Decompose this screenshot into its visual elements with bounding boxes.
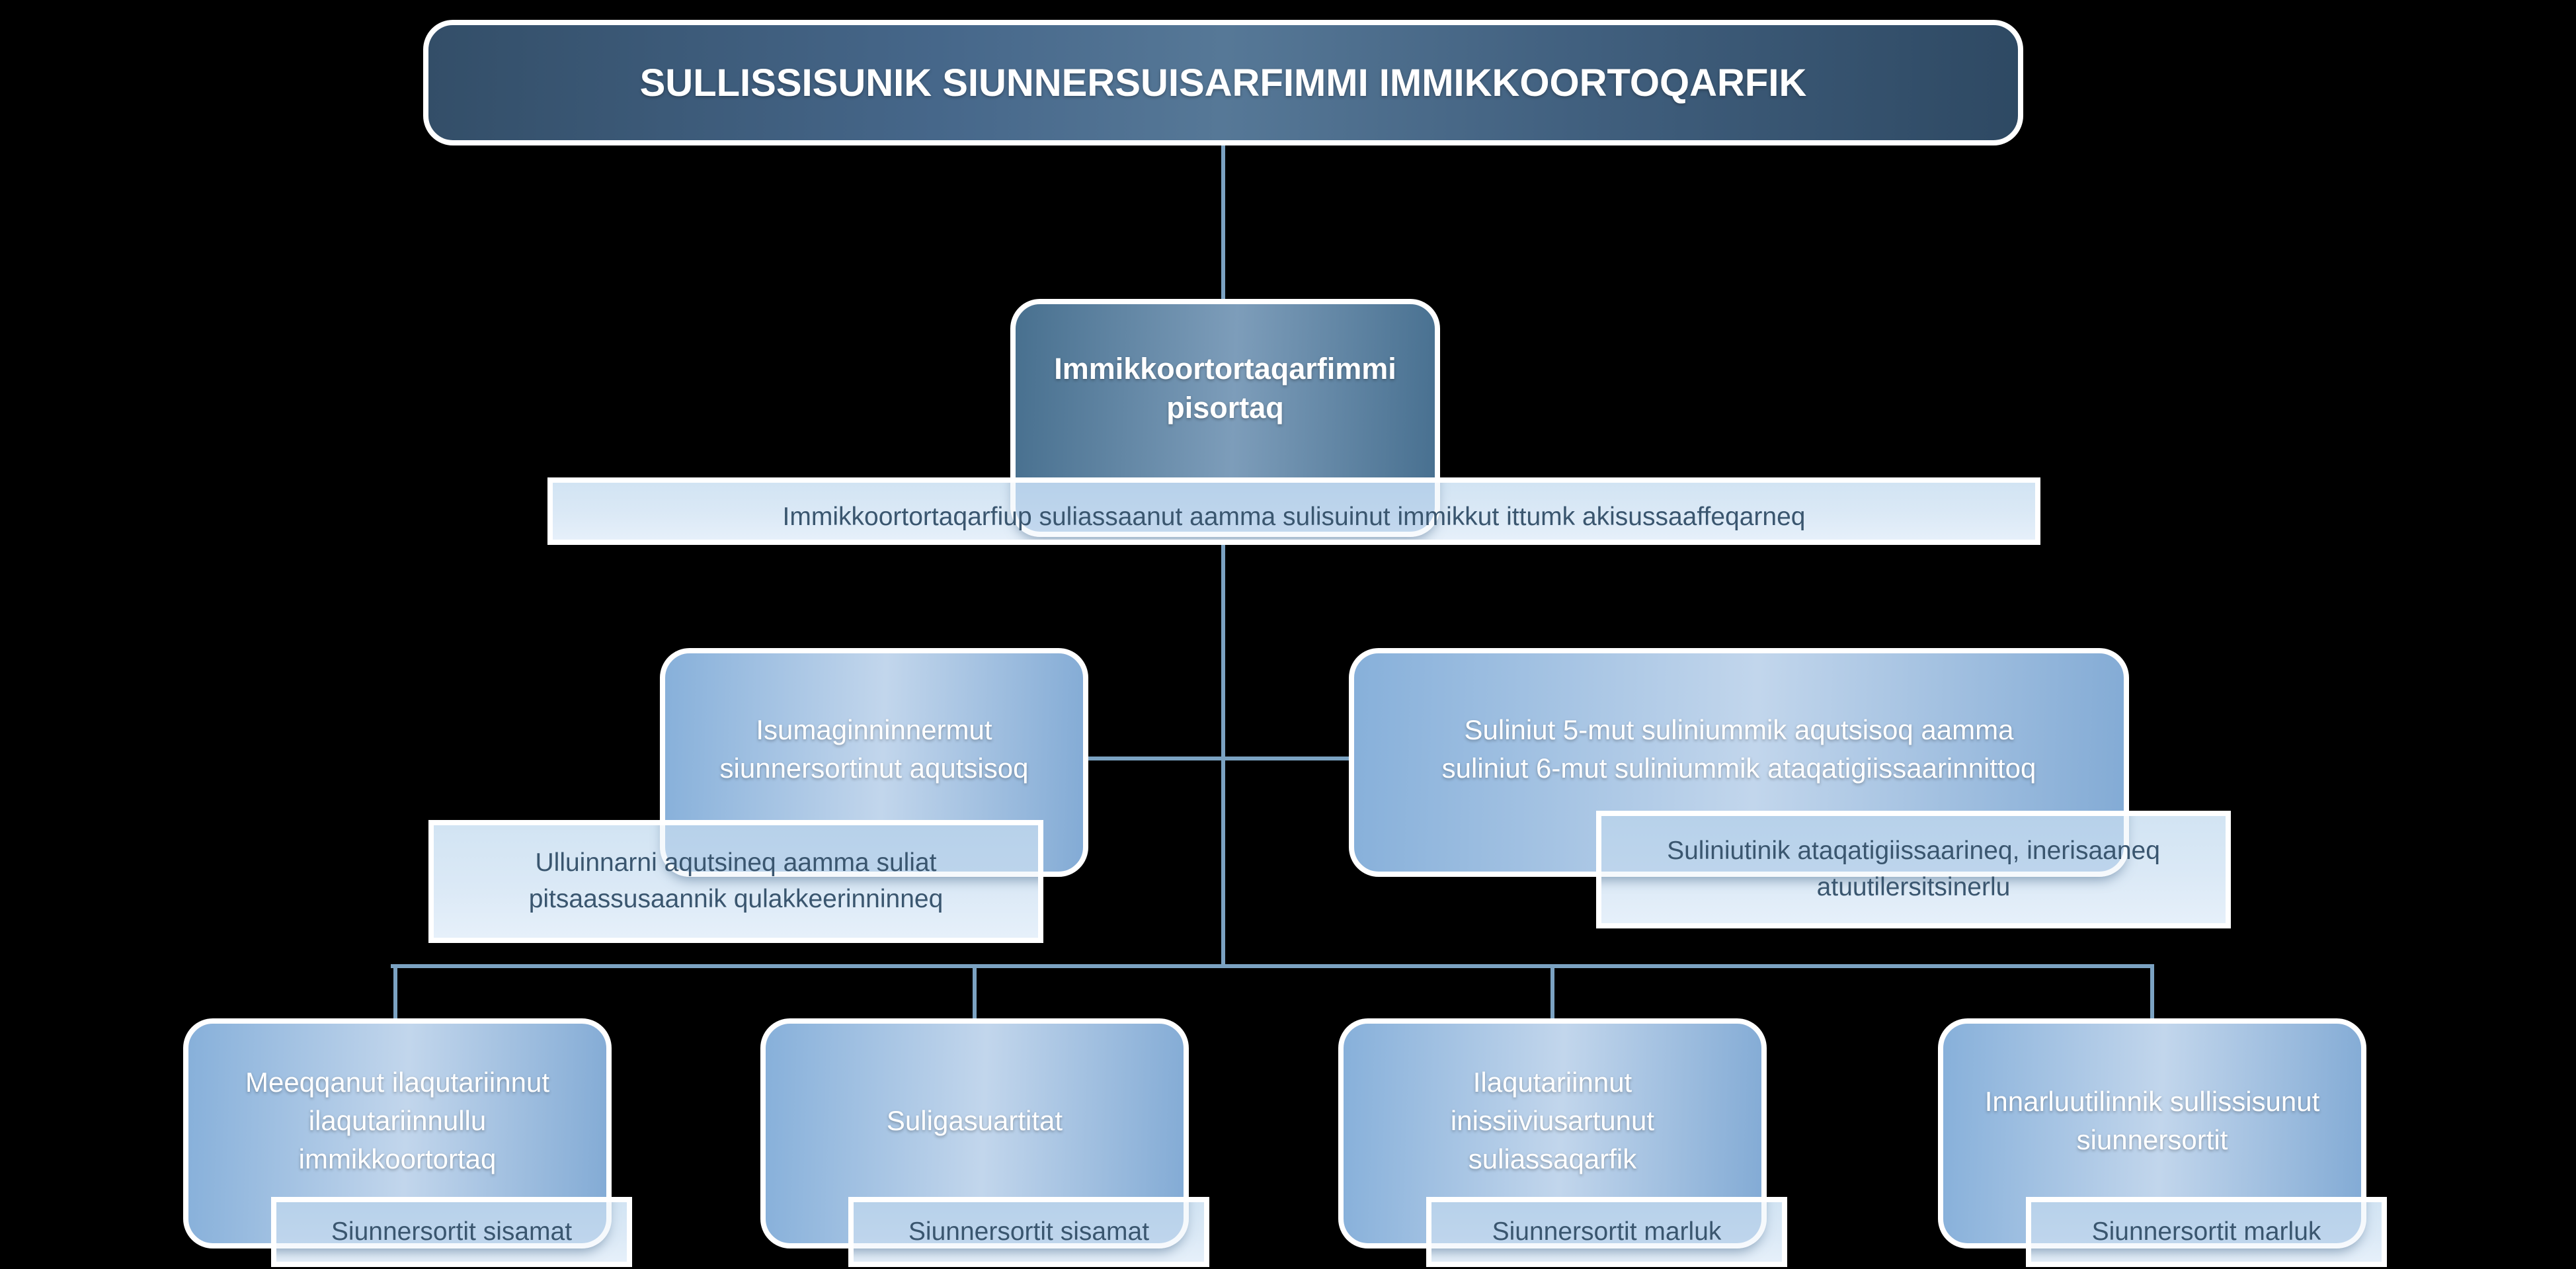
title-box: SULLISSISUNIK SIUNNERSUISARFIMMI IMMIKKO… — [423, 20, 2023, 145]
connector-managers-crossbar — [1084, 757, 1353, 760]
connector-drop-unit-2 — [973, 964, 977, 1021]
connector-drop-unit-1 — [393, 964, 397, 1021]
unit-note-label-4: Siunnersortit marluk — [2091, 1217, 2321, 1246]
connector-director-trunk — [1221, 542, 1225, 968]
unit-note-4: Siunnersortit marluk — [2026, 1197, 2387, 1267]
unit-note-label-2: Siunnersortit sisamat — [908, 1217, 1150, 1246]
manager-note-2: Suliniutinik ataqatigiissaarineq, ineris… — [1596, 811, 2231, 928]
unit-label-3: Ilaqutariinnut inissiiviusartunut sulias… — [1450, 1067, 1655, 1174]
manager-label-2: Suliniut 5-mut suliniummik aqutsisoq aam… — [1441, 714, 2036, 784]
connector-title-to-director — [1221, 144, 1225, 300]
title-label: SULLISSISUNIK SIUNNERSUISARFIMMI IMMIKKO… — [639, 61, 1807, 104]
director-label: Immikkoortortaqarfimmi pisortaq — [1054, 351, 1396, 425]
director-note-label: Immikkoortortaqarfiup suliassaanut aamma… — [782, 502, 1806, 531]
connector-drop-unit-4 — [2150, 964, 2154, 1021]
connector-drop-unit-3 — [1550, 964, 1554, 1021]
unit-note-label-3: Siunnersortit marluk — [1492, 1217, 1722, 1246]
director-note: Immikkoortortaqarfiup suliassaanut aamma… — [547, 477, 2040, 545]
unit-label-1: Meeqqanut ilaqutariinnut ilaqutariinnull… — [245, 1067, 549, 1174]
unit-label-2: Suligasuartitat — [886, 1105, 1063, 1137]
unit-note-label-1: Siunnersortit sisamat — [331, 1217, 573, 1246]
unit-note-3: Siunnersortit marluk — [1426, 1197, 1787, 1267]
manager-note-label-2: Suliniutinik ataqatigiissaarineq, ineris… — [1667, 837, 2160, 901]
unit-label-4: Innarluutilinnik sullissisunut siunnerso… — [1984, 1086, 2320, 1155]
connector-units-crossbar — [391, 964, 2154, 968]
manager-note-label-1: Ulluinnarni aqutsineq aamma suliat pitsa… — [528, 848, 944, 913]
unit-note-1: Siunnersortit sisamat — [271, 1197, 632, 1267]
manager-label-1: Isumaginninnermut siunnersortinut aqutsi… — [719, 714, 1029, 784]
unit-note-2: Siunnersortit sisamat — [848, 1197, 1209, 1267]
manager-note-1: Ulluinnarni aqutsineq aamma suliat pitsa… — [428, 820, 1043, 943]
